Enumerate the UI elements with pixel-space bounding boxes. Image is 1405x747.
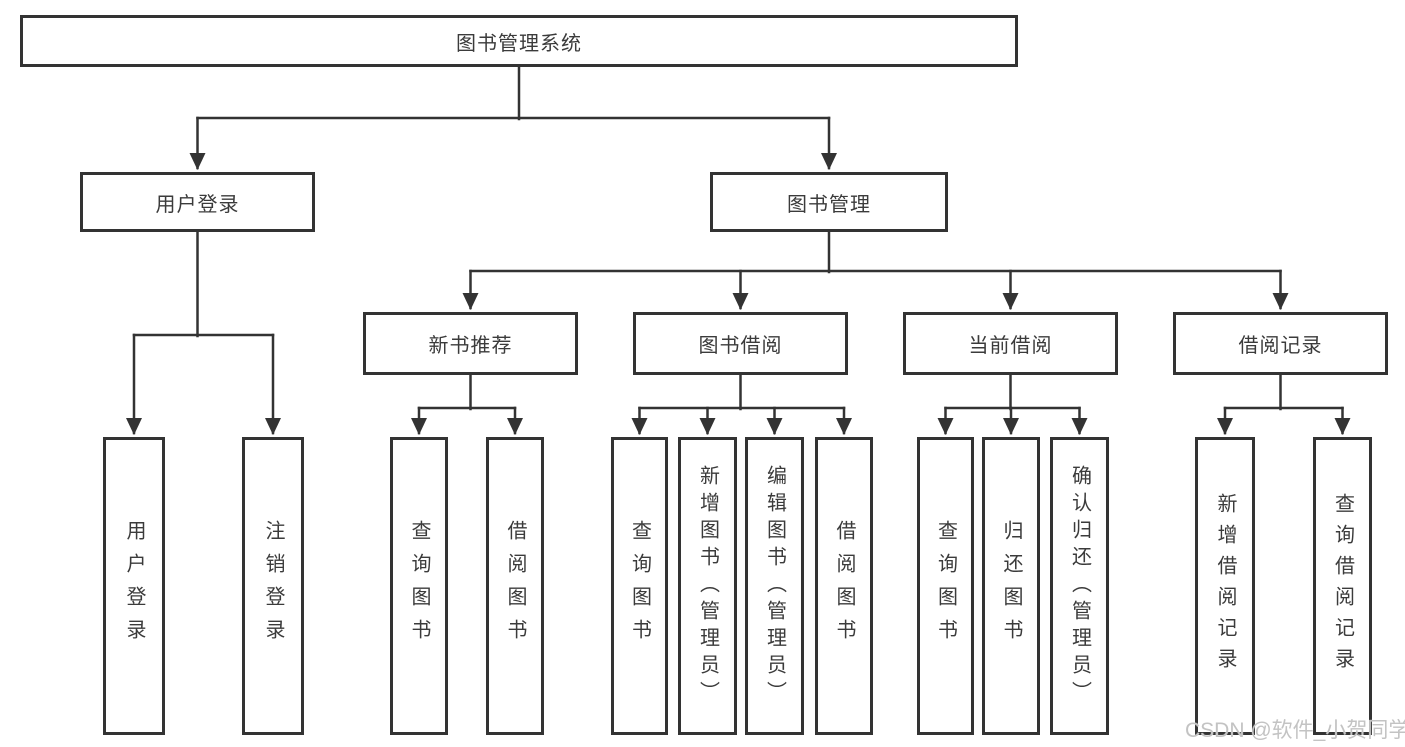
leaf-edit-book-admin: 编辑图书（管理员） (745, 437, 804, 735)
node-current-borrow-label: 当前借阅 (968, 335, 1053, 357)
node-book-borrow-label: 图书借阅 (698, 335, 783, 357)
leaf-confirm-return-admin: 确认归还（管理员） (1050, 437, 1109, 735)
node-borrow-records: 借阅记录 (1173, 312, 1388, 375)
leaf-borrow-book: 借阅图书 (815, 437, 873, 735)
leaf-borrow-query-book: 查询图书 (611, 437, 668, 735)
leaf-user-login: 用户登录 (103, 437, 165, 735)
node-root-label: 图书管理系统 (456, 32, 582, 55)
leaf-current-query-book: 查询图书 (917, 437, 974, 735)
leaf-add-borrow-record: 新增借阅记录 (1195, 437, 1255, 735)
node-user-login: 用户登录 (80, 172, 315, 232)
leaf-recommend-query-book: 查询图书 (390, 437, 448, 735)
node-book-management: 图书管理 (710, 172, 948, 232)
leaf-add-book-admin: 新增图书（管理员） (678, 437, 737, 735)
node-book-management-label: 图书管理 (787, 193, 871, 216)
node-root: 图书管理系统 (20, 15, 1018, 67)
node-book-borrow: 图书借阅 (633, 312, 848, 375)
node-new-book-recommend-label: 新书推荐 (428, 335, 513, 357)
leaf-recommend-borrow-book: 借阅图书 (486, 437, 544, 735)
leaf-return-book: 归还图书 (982, 437, 1040, 735)
node-user-login-label: 用户登录 (155, 193, 240, 216)
node-borrow-records-label: 借阅记录 (1238, 335, 1323, 357)
leaf-query-borrow-record: 查询借阅记录 (1313, 437, 1372, 735)
csdn-watermark: CSDN @软件_小贺同学 (1185, 719, 1405, 742)
leaf-logout: 注销登录 (242, 437, 304, 735)
node-new-book-recommend: 新书推荐 (363, 312, 578, 375)
node-current-borrow: 当前借阅 (903, 312, 1118, 375)
